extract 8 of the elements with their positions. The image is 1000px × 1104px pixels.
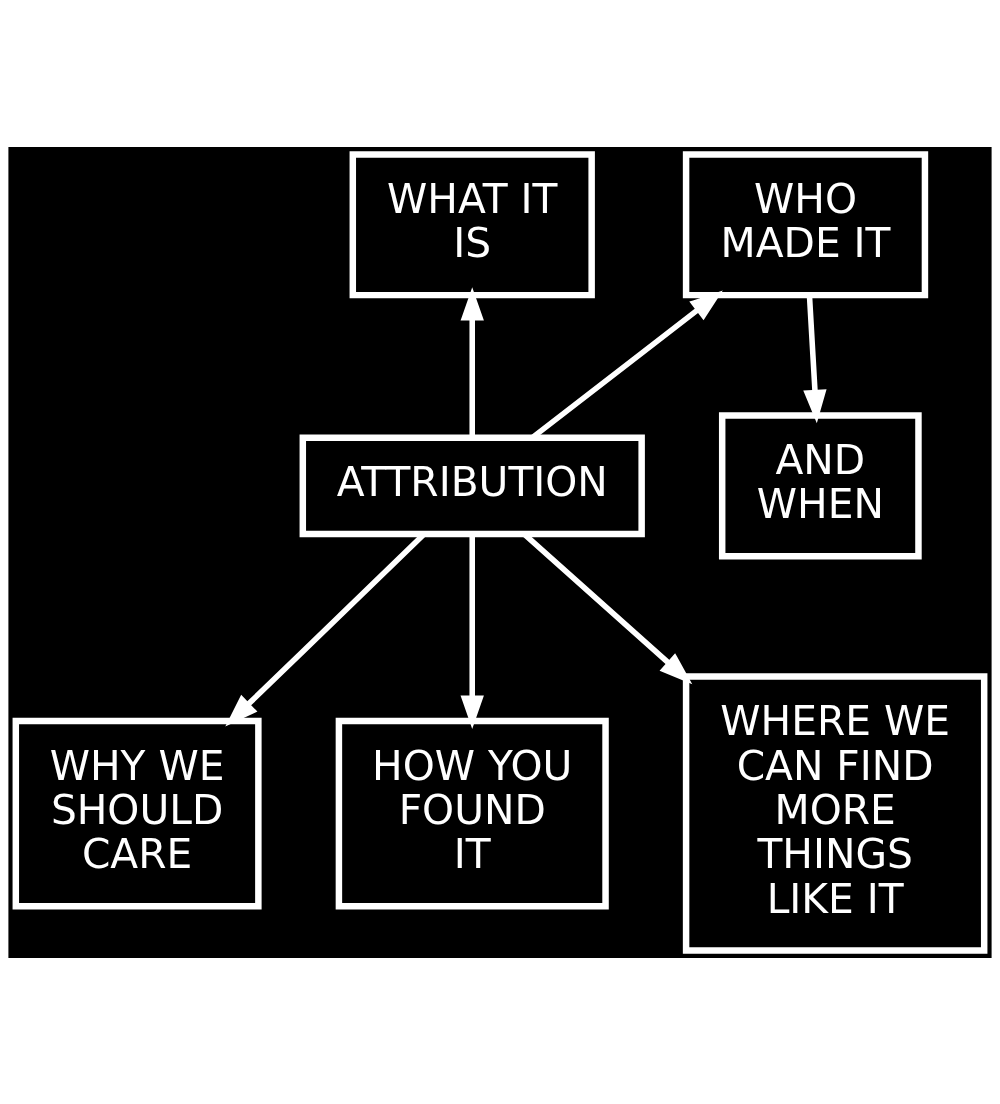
node-box: ATTRIBUTION [299,433,645,537]
node-box: WHY WE SHOULD CARE [12,717,262,909]
arrow [460,286,484,438]
node-box: WHO MADE IT [682,150,929,298]
node-box: WHAT IT IS [349,150,595,298]
node-box: HOW YOU FOUND IT [335,717,609,909]
node-box: WHERE WE CAN FIND MORE THINGS LIKE IT [682,672,988,954]
node-box: AND WHEN [718,411,922,559]
